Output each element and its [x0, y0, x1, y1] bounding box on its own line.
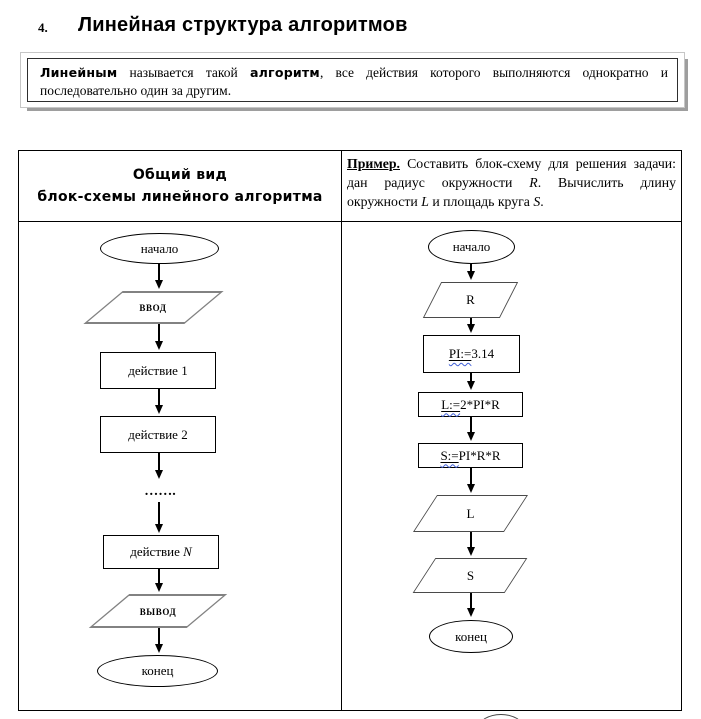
content-table: Общий вид блок-схемы линейного алгоритма… [18, 150, 682, 711]
left-header-line1: Общий вид [132, 167, 228, 183]
section-title: Линейная структура алгоритмов [78, 14, 408, 36]
table-header-right: Пример. Составить блок-схему для решения… [347, 156, 676, 209]
table-header-left: Общий вид блок-схемы линейного алгоритма [19, 151, 341, 221]
definition-text: Линейным называется такой алгоритм, все … [40, 65, 668, 98]
definition-box-border: Линейным называется такой алгоритм, все … [27, 58, 678, 102]
left-header-line2: блок-схемы линейного алгоритма [37, 189, 323, 205]
table-header-divider [19, 221, 681, 222]
definition-box: Линейным называется такой алгоритм, все … [20, 52, 685, 108]
table-column-divider [341, 151, 342, 710]
section-number: 4. [38, 20, 48, 35]
next-page-partial-shape [478, 714, 524, 719]
